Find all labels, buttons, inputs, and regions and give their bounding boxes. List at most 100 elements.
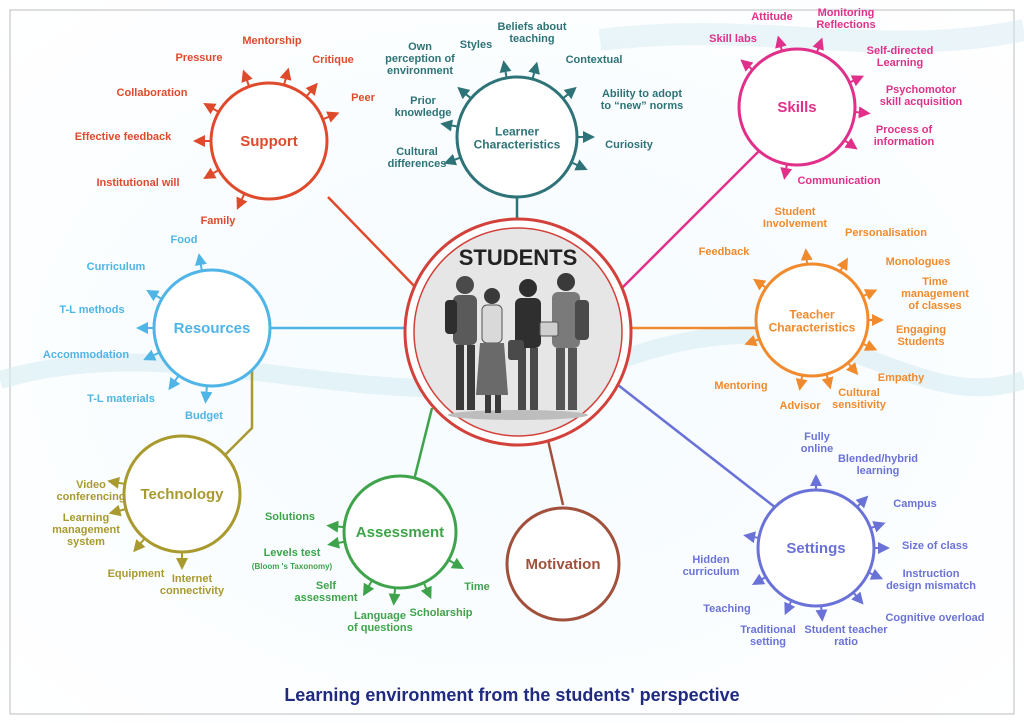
arrow-support-1 — [305, 82, 318, 98]
connector-support — [327, 196, 421, 293]
item-assessment-scholarship: Scholarship — [410, 607, 473, 619]
arrow-skills-2 — [740, 59, 754, 72]
item-teacher-personalisation: Personalisation — [845, 227, 927, 239]
hub-label-technology: Technology — [140, 486, 224, 503]
hub-support — [193, 67, 340, 210]
arrow-teacher-2 — [753, 278, 767, 291]
arrow-support-3 — [241, 69, 253, 87]
arrow-resources-1 — [146, 290, 163, 302]
arrow-settings-1 — [855, 495, 869, 509]
item-technology-equipment: Equipment — [108, 568, 165, 580]
item-support-effective-feedback: Effective feedback — [75, 131, 172, 143]
hub-label-resources: Resources — [174, 320, 251, 337]
arrow-assessment-0 — [326, 520, 345, 533]
arrow-assessment-5 — [420, 582, 432, 600]
arrow-learner-2 — [562, 86, 577, 100]
arrow-skills-5 — [843, 137, 858, 150]
hub-circle-assessment — [342, 474, 458, 590]
arrow-skills-1 — [812, 37, 824, 53]
item-teacher-monologues: Monologues — [886, 256, 951, 268]
item-teacher-mentoring: Mentoring — [714, 380, 767, 392]
arrow-learner-0 — [499, 60, 512, 79]
connector-settings — [617, 384, 777, 509]
hub-skills — [737, 35, 871, 180]
arrow-learner-7 — [443, 153, 461, 166]
frame — [9, 9, 1015, 715]
arrow-teacher-1 — [836, 257, 849, 273]
arrow-technology-2 — [133, 537, 146, 553]
arrow-teacher-8 — [795, 374, 808, 391]
item-resources-budget: Budget — [185, 410, 223, 422]
arrow-resources-4 — [168, 374, 181, 391]
arrow-assessment-6 — [447, 557, 465, 570]
item-skills-communication: Communication — [797, 175, 880, 187]
background-swoosh-top — [598, 19, 1024, 53]
arrow-skills-4 — [854, 106, 871, 119]
hub-label-motivation: Motivation — [526, 556, 601, 573]
item-learner-curiosity: Curiosity — [605, 139, 654, 151]
item-teacher-empathy: Empathy — [878, 372, 925, 384]
arrow-resources-3 — [143, 349, 160, 361]
student-figure-2 — [476, 288, 508, 413]
connector-skills — [617, 145, 765, 293]
item-resources-t-l-methods: T-L methods — [59, 304, 124, 316]
hub-label-support: Support — [240, 133, 298, 150]
item-resources-accommodation: Accommodation — [43, 349, 129, 361]
footer-caption: Learning environment from the students' … — [284, 685, 739, 705]
arrow-learner-1 — [528, 61, 540, 80]
student-figure-3 — [508, 279, 541, 410]
item-support-collaboration: Collaboration — [117, 87, 188, 99]
arrow-settings-7 — [851, 591, 864, 605]
arrow-technology-0 — [107, 476, 126, 489]
hub-connectors — [223, 145, 777, 509]
item-learner-styles: Styles — [460, 39, 492, 51]
arrow-assessment-1 — [327, 536, 346, 549]
hub-circle-skills — [737, 47, 857, 167]
arrow-settings-8 — [784, 600, 796, 616]
item-assessment-blooms-taxonomy-note: (Bloom 's Taxonomy) — [252, 562, 333, 571]
item-support-peer: Peer — [351, 92, 376, 104]
item-resources-food: Food — [171, 234, 198, 246]
arrow-teacher-0 — [800, 248, 813, 265]
item-assessment-time: Time — [464, 581, 489, 593]
connector-motivation — [546, 439, 565, 506]
connector-assessment — [412, 407, 434, 481]
arrow-skills-6 — [780, 163, 793, 180]
arrow-resources-5 — [200, 385, 213, 404]
arrow-learner-3 — [457, 86, 472, 100]
students-illustration — [445, 273, 589, 420]
arrow-teacher-9 — [821, 373, 834, 390]
hub-resources — [136, 253, 272, 404]
arrow-support-6 — [203, 167, 220, 179]
arrow-assessment-4 — [388, 587, 401, 606]
arrow-learner-5 — [440, 119, 459, 132]
hubs-layer: SupportMentorshipCritiquePeerPressureCol… — [43, 7, 985, 648]
hub-settings — [743, 474, 890, 622]
item-teacher-advisor: Advisor — [780, 400, 822, 412]
arrow-teacher-5 — [862, 339, 878, 351]
item-settings-size-of-class: Size of class — [902, 540, 968, 552]
center-node: STUDENTS — [403, 217, 633, 447]
connector-technology — [223, 370, 254, 457]
